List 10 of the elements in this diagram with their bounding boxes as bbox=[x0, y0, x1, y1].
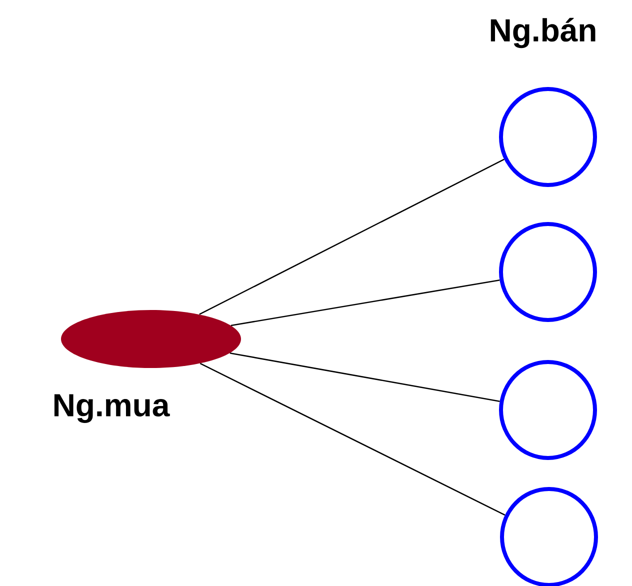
connector-line bbox=[200, 362, 506, 516]
circle-node bbox=[499, 87, 597, 187]
connector-line bbox=[199, 158, 504, 315]
circle-node bbox=[499, 222, 597, 322]
connector-line bbox=[230, 280, 500, 326]
node-label: Ng.mua bbox=[54, 394, 170, 423]
heading-label: Ng.bán bbox=[490, 18, 596, 48]
circle-node bbox=[499, 360, 597, 460]
connector-line bbox=[230, 352, 500, 402]
ellipse-node: Ng.mua bbox=[54, 310, 241, 423]
